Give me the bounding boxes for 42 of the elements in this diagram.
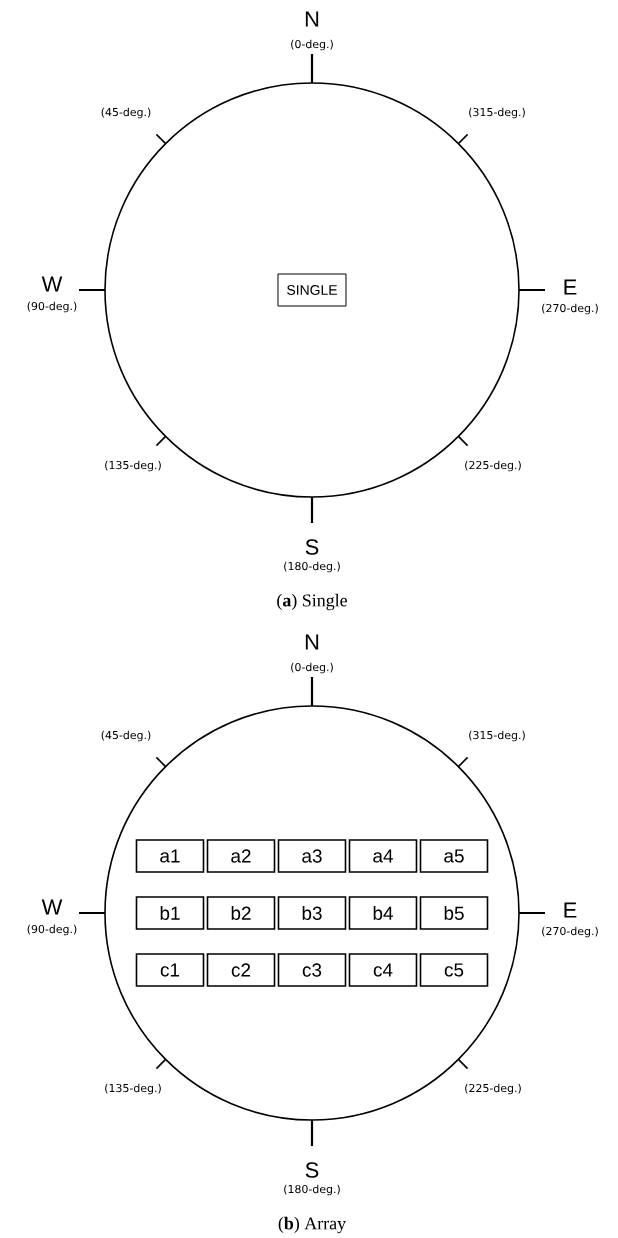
angle-label: (270-deg.) [542, 926, 598, 938]
direction-letter: N [305, 634, 319, 650]
angle-label: (45-deg.) [101, 107, 151, 119]
array-cell: b3 [277, 896, 347, 930]
angle-label: (135-deg.) [105, 460, 161, 472]
angle-label: (0-deg.) [291, 39, 333, 51]
angle-label: (90-deg.) [27, 924, 77, 936]
array-cell: a4 [348, 839, 418, 873]
array-cell: b5 [419, 896, 489, 930]
array-cell: c5 [419, 953, 489, 987]
array-cell: b2 [206, 896, 276, 930]
angle-label: (180-deg.) [284, 561, 340, 573]
angle-label: (270-deg.) [542, 303, 598, 315]
array-cell: c4 [348, 953, 418, 987]
angle-label: (315-deg.) [469, 107, 525, 119]
array-cell: a3 [277, 839, 347, 873]
array-cell: b4 [348, 896, 418, 930]
direction-letter: N [305, 11, 319, 27]
angle-label: (0-deg.) [291, 662, 333, 674]
angle-label: (315-deg.) [469, 730, 525, 742]
direction-letter: E [564, 902, 577, 918]
panel-caption: (a) Single [277, 593, 347, 611]
label-box: SINGLE [277, 273, 347, 307]
array-cell: b1 [135, 896, 205, 930]
array-cell: c1 [135, 953, 205, 987]
direction-letter: W [41, 899, 63, 915]
array-cell: a2 [206, 839, 276, 873]
angle-label: (90-deg.) [27, 301, 77, 313]
array-cell: a1 [135, 839, 205, 873]
direction-letter: S [305, 1162, 319, 1178]
angle-label: (45-deg.) [101, 730, 151, 742]
array-cell: c3 [277, 953, 347, 987]
direction-letter: S [305, 539, 319, 555]
direction-letter: W [41, 276, 63, 292]
panel-caption: (b) Array [278, 1216, 347, 1234]
angle-label: (180-deg.) [284, 1184, 340, 1196]
angle-label: (225-deg.) [465, 460, 521, 472]
angle-label: (135-deg.) [105, 1083, 161, 1095]
array-cell: a5 [419, 839, 489, 873]
angle-label: (225-deg.) [465, 1083, 521, 1095]
array-cell: c2 [206, 953, 276, 987]
direction-letter: E [564, 279, 577, 295]
